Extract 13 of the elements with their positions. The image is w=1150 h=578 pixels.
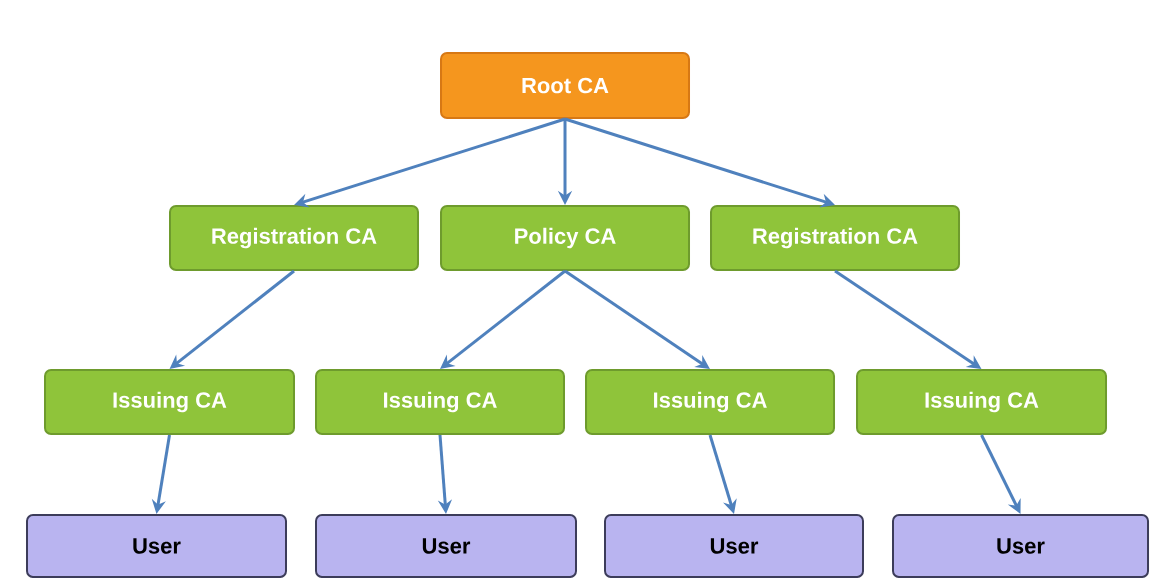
arrow bbox=[440, 269, 566, 369]
user-box: User bbox=[26, 514, 287, 578]
user-box: User bbox=[315, 514, 577, 578]
user-box: User bbox=[892, 514, 1149, 578]
process-box: Issuing CA bbox=[315, 369, 565, 435]
process-box: Registration CA bbox=[710, 205, 960, 271]
user-box: User bbox=[604, 514, 864, 578]
process-box: Issuing CA bbox=[856, 369, 1107, 435]
process-box: Registration CA bbox=[169, 205, 419, 271]
root-box: Root CA bbox=[440, 52, 690, 119]
process-box: Issuing CA bbox=[44, 369, 295, 435]
process-box: Policy CA bbox=[440, 205, 690, 271]
process-box: Issuing CA bbox=[585, 369, 835, 435]
